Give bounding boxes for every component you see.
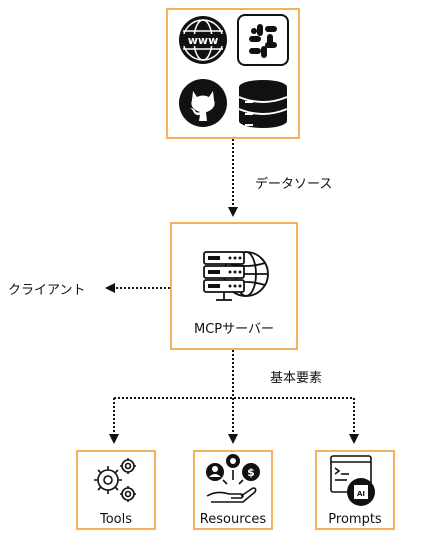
prompts-box: AI Prompts [315,450,395,530]
tools-box: Tools [76,450,156,530]
resources-box: $ Resources [193,450,273,530]
prompts-label: Prompts [328,512,382,527]
svg-text:$: $ [247,466,255,479]
www-globe-icon: www [179,16,227,64]
slack-icon [237,14,289,66]
svg-text:www: www [188,34,219,47]
client-label: クライアント [8,283,86,298]
primitives-label: 基本要素 [270,371,323,386]
data-sources-box: www [166,8,300,139]
github-icon [179,79,227,127]
server-globe-icon [203,251,269,301]
mcp-server-label: MCPサーバー [193,322,274,337]
prompt-ai-icon: AI [330,455,375,506]
gears-icon [94,458,136,502]
mcp-server-box: MCPサーバー [170,222,298,350]
database-icon [238,80,288,128]
data-sources-label: データソース [255,177,333,192]
tools-label: Tools [99,512,133,527]
svg-text:AI: AI [357,490,365,498]
resources-icon: $ [206,454,260,503]
resources-label: Resources [199,512,267,527]
